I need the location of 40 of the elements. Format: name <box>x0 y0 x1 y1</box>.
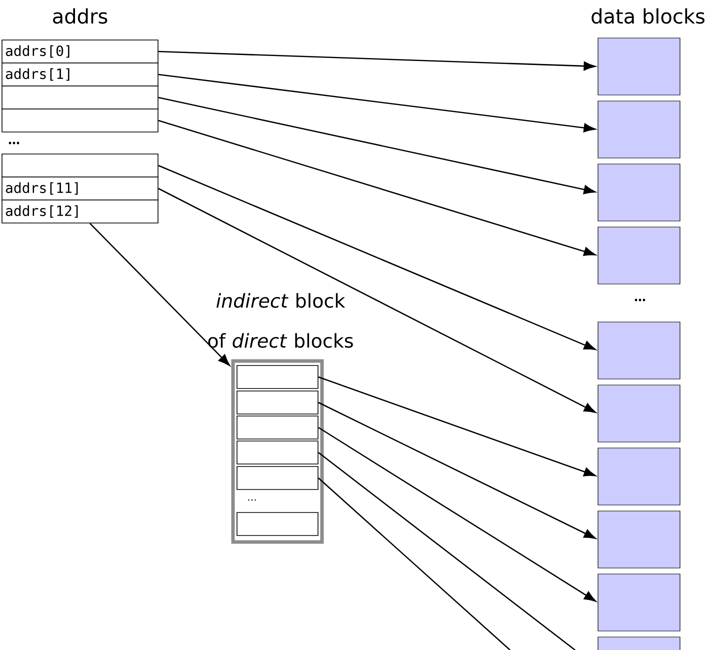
data-block <box>598 636 680 650</box>
data-block <box>598 38 680 96</box>
arrow <box>158 164 596 350</box>
arrow <box>318 402 596 539</box>
arrow <box>158 120 596 256</box>
array-cell: addrs[12] <box>2 200 158 224</box>
arrow <box>158 50 596 71</box>
line <box>318 452 576 650</box>
data-block <box>598 100 680 158</box>
array-cell: addrs[1] <box>2 62 158 86</box>
arrow <box>158 96 596 194</box>
data-block <box>598 322 680 380</box>
pointer-cell <box>236 390 318 414</box>
data-block <box>598 164 680 222</box>
line <box>318 478 510 650</box>
arrow <box>318 376 596 476</box>
ellipsis: … <box>634 298 646 302</box>
data-block <box>598 226 680 284</box>
data-block <box>598 510 680 568</box>
array-cell <box>2 108 158 132</box>
array-cell: addrs[11] <box>2 176 158 200</box>
arrow <box>318 426 596 602</box>
array-cell: addrs[0] <box>2 40 158 64</box>
block-heading: indirect block of direct blocks <box>208 293 353 348</box>
pointer-cell <box>236 416 318 440</box>
pointer-cell <box>236 512 318 536</box>
arrow <box>158 74 596 132</box>
arrow <box>158 188 596 413</box>
array-cell <box>2 154 158 178</box>
pointer-cell <box>236 440 318 464</box>
data-block <box>598 384 680 442</box>
data-block <box>598 448 680 506</box>
arrow <box>90 222 230 366</box>
array-cell <box>2 86 158 110</box>
pointer-cell <box>236 466 318 490</box>
data-block <box>598 574 680 632</box>
array-heading: addrs <box>53 8 108 24</box>
ellipsis: … <box>248 499 256 501</box>
ellipsis: … <box>8 142 20 144</box>
pointer-cell <box>236 365 318 389</box>
